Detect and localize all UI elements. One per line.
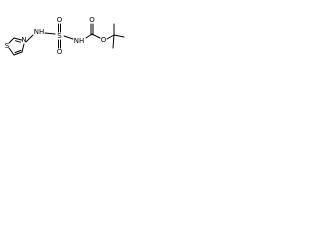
atom-thiazole-s: S	[5, 42, 10, 50]
bond-c2-nh	[25, 34, 34, 43]
bond-thiazole-n-c2-double	[15, 40, 21, 43]
bond-c-o-ester	[91, 33, 101, 39]
bond-thiazole-c4-n	[21, 43, 25, 53]
structure-canvas: S N NH S O O NH O O	[0, 0, 139, 79]
bond-nh-s	[44, 32, 56, 35]
atom-nh-right: NH	[74, 37, 85, 45]
atom-sulfonyl-o-top: O	[57, 16, 63, 24]
atom-ester-o: O	[101, 36, 107, 44]
bond-thiazole-c2-s	[8, 37, 15, 44]
bond-tbu-me-right	[113, 34, 125, 38]
bond-o-tbu	[106, 34, 115, 40]
atom-sulfonyl-s: S	[57, 32, 62, 40]
bond-thiazole-n-c2	[13, 37, 22, 41]
atom-thiazole-n: N	[21, 36, 26, 44]
bond-tbu-me-down	[112, 34, 115, 49]
bond-thiazole-s-c5	[8, 47, 15, 56]
atom-carbonyl-o: O	[89, 16, 95, 24]
bond-thiazole-c5-c4-double	[14, 49, 22, 54]
atom-nh-left: NH	[34, 28, 45, 36]
bond-thiazole-c5-c4	[13, 51, 23, 56]
molecule-structure: S N NH S O O NH O O	[5, 16, 125, 56]
atom-sulfonyl-o-bottom: O	[57, 48, 63, 56]
bond-s-nh	[63, 35, 74, 40]
